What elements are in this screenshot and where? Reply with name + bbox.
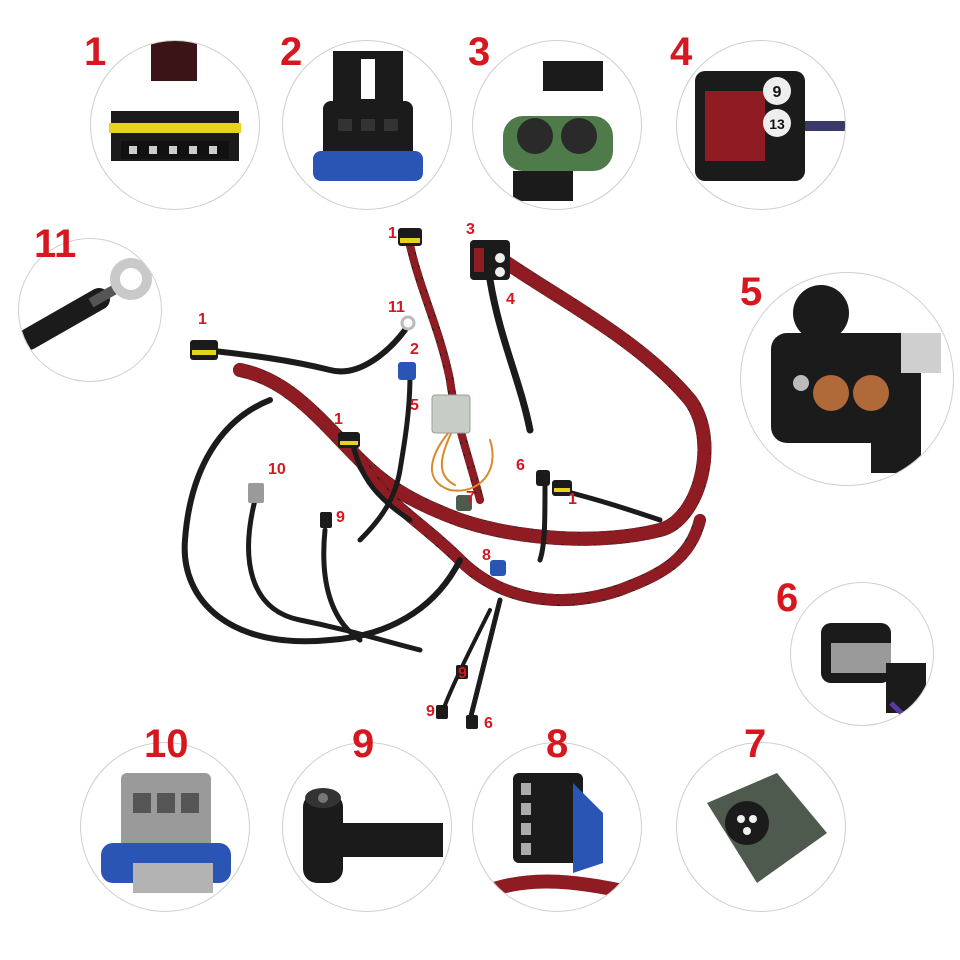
detail-connector-4: 9 13 xyxy=(676,40,846,210)
connector-4-badge-bottom: 13 xyxy=(769,116,785,132)
detail-ring-terminal-11 xyxy=(18,238,162,382)
detail-relay-5 xyxy=(740,272,954,486)
callout-10: 10 xyxy=(144,722,189,766)
harness-label-2: 2 xyxy=(410,341,419,358)
callout-8: 8 xyxy=(546,722,569,766)
detail-connector-8 xyxy=(472,742,642,912)
callout-5: 5 xyxy=(740,270,763,314)
connector-7-image xyxy=(707,773,827,883)
connector-9-image xyxy=(303,788,443,883)
connector-6-image xyxy=(821,623,926,725)
harness-label-6-right: 6 xyxy=(516,457,525,474)
callout-9: 9 xyxy=(352,722,375,766)
detail-connector-7 xyxy=(676,742,846,912)
connector-1-image xyxy=(109,41,241,161)
harness-label-1-right: 1 xyxy=(568,491,577,508)
callout-11: 11 xyxy=(34,222,77,266)
harness-label-3: 3 xyxy=(466,221,475,238)
detail-connector-2 xyxy=(282,40,452,210)
harness-label-9-bottom: 9 xyxy=(426,703,435,720)
callout-3: 3 xyxy=(468,30,491,74)
harness-label-10: 10 xyxy=(268,461,286,478)
connector-4-badge-top: 9 xyxy=(773,84,782,101)
connector-3-image xyxy=(503,61,613,201)
harness-label-5: 5 xyxy=(410,397,419,414)
connector-2-image xyxy=(313,51,423,181)
detail-connector-10 xyxy=(80,742,250,912)
harness-connectors xyxy=(190,228,572,729)
harness-label-1-top: 1 xyxy=(388,225,397,242)
harness-label-1-mid: 1 xyxy=(334,411,343,428)
callout-7: 7 xyxy=(744,722,767,766)
callout-2: 2 xyxy=(280,30,303,74)
harness-label-4: 4 xyxy=(506,291,515,308)
harness-left-loop xyxy=(181,397,463,645)
relay-image xyxy=(771,285,941,473)
callout-1: 1 xyxy=(84,30,107,74)
detail-connector-1 xyxy=(90,40,260,210)
detail-connector-3 xyxy=(472,40,642,210)
harness-label-7: 7 xyxy=(466,489,475,506)
callout-4: 4 xyxy=(670,30,693,74)
detail-connector-9 xyxy=(282,742,452,912)
harness-label-9-lower: 9 xyxy=(458,665,467,682)
connector-4-image: 9 13 xyxy=(695,71,845,181)
connector-8-image xyxy=(480,773,635,900)
detail-connector-6 xyxy=(790,582,934,726)
harness-label-1-left: 1 xyxy=(198,311,207,328)
callout-6: 6 xyxy=(776,576,799,620)
harness-label-8: 8 xyxy=(482,547,491,564)
harness-label-6-bottom: 6 xyxy=(484,715,493,732)
harness-label-9-mid: 9 xyxy=(336,509,345,526)
connector-10-image xyxy=(101,773,231,893)
harness-label-11: 11 xyxy=(388,299,405,316)
ring-terminal-image xyxy=(19,258,152,350)
